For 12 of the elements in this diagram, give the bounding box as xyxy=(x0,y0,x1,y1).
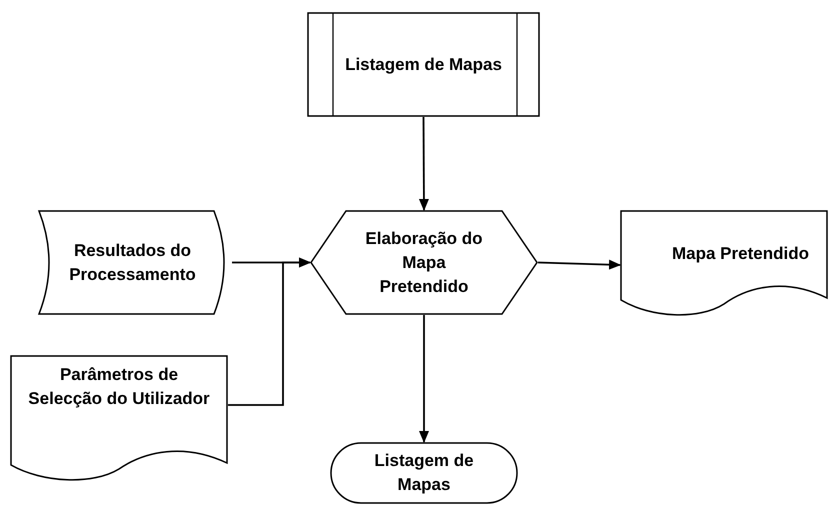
arrow xyxy=(538,260,621,270)
node-label: Listagem de Mapas xyxy=(373,450,475,496)
arrow xyxy=(419,315,429,443)
node-label: Resultados do Processamento xyxy=(68,240,197,286)
arrow xyxy=(228,258,311,406)
arrow xyxy=(418,117,429,211)
process-hexagon xyxy=(310,210,538,315)
node-label: Parâmetros de Selecção do Utilizador xyxy=(27,364,211,410)
node-label: Listagem de Mapas xyxy=(345,54,502,76)
predefined-process-box xyxy=(307,12,540,117)
node-label: Elaboração do Mapa Pretendido xyxy=(364,228,484,298)
node-label: Mapa Pretendido xyxy=(672,243,809,265)
